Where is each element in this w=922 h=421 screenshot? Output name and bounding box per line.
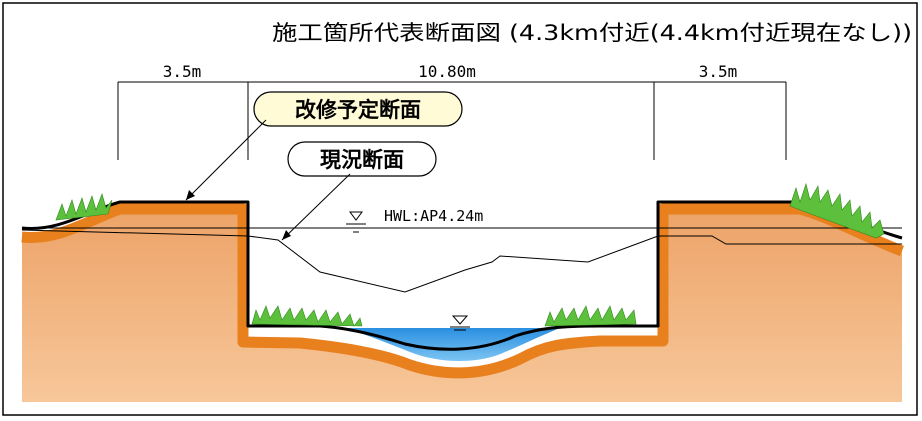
dim-center: 10.80m xyxy=(418,62,476,81)
diagram-title: 施工箇所代表断面図 (4.3km付近(4.4km付近現在なし)) xyxy=(272,21,912,45)
hwl-label: HWL:AP4.24m xyxy=(384,207,483,225)
dim-left: 3.5m xyxy=(163,62,202,81)
current-section-line xyxy=(21,229,902,293)
dimension-lines xyxy=(117,81,787,160)
planned-section-label: 改修予定断面 xyxy=(295,98,421,122)
grass-patches xyxy=(55,182,885,327)
current-section-label-box xyxy=(287,141,437,177)
planned-leader xyxy=(185,119,267,201)
water-area xyxy=(345,328,560,361)
planned-section-label-box xyxy=(253,91,463,127)
dim-right: 3.5m xyxy=(699,62,738,81)
low-water-marker xyxy=(450,315,470,331)
hwl-marker xyxy=(346,211,366,233)
current-section-label: 現況断面 xyxy=(320,148,404,172)
current-leader xyxy=(281,173,351,241)
